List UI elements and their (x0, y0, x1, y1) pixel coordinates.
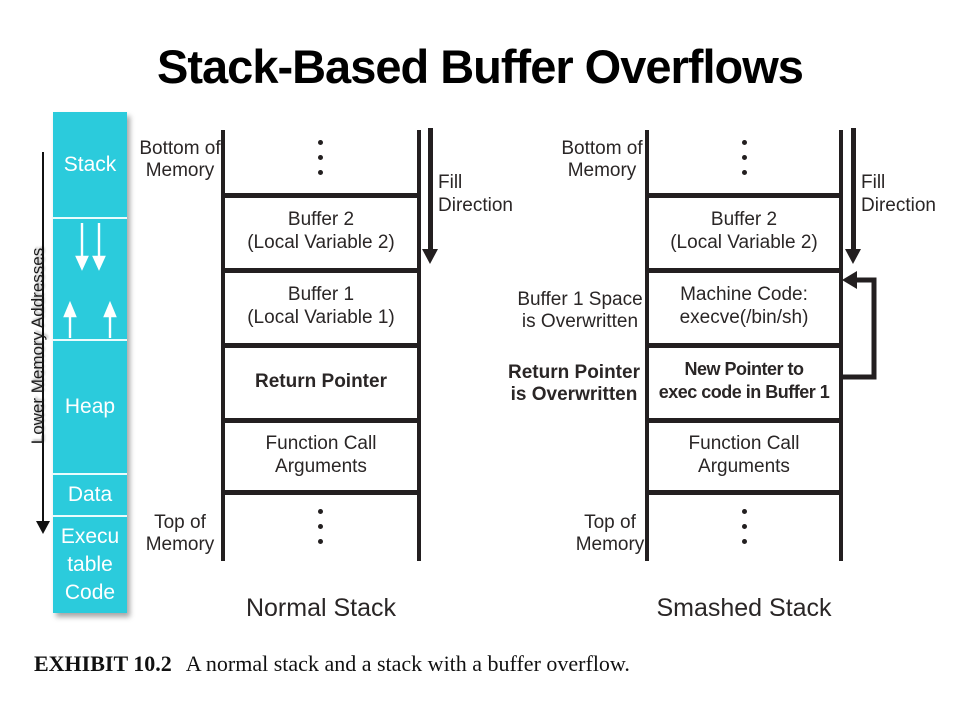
fill-direction-label: Fill Direction (438, 172, 513, 216)
fill-direction-arrow (851, 128, 856, 249)
normal-stack-caption: Normal Stack (245, 594, 397, 622)
cell-new-pointer: New Pointer to exec code in Buffer 1 (658, 359, 830, 402)
sidebar-heap-label: Heap (64, 395, 116, 418)
cell-function-call-arguments: Function Call Arguments (688, 432, 800, 477)
lower-memory-axis-label: Lower Memory Addresses (28, 247, 47, 445)
ellipsis-dots-top (742, 140, 747, 185)
cell-divider-line (645, 193, 843, 198)
page-title: Stack-Based Buffer Overflows (157, 40, 804, 93)
cell-divider-line (221, 418, 421, 423)
ellipsis-dots-bottom (318, 509, 323, 554)
fill-direction-arrowhead-icon (422, 249, 438, 264)
sidebar-data-label: Data (67, 483, 113, 506)
label-bottom-of-memory: Bottom of Memory (139, 138, 221, 181)
fill-direction-arrow (428, 128, 433, 249)
cell-divider-line (221, 343, 421, 348)
cell-buffer-2: Buffer 2 (Local Variable 2) (670, 209, 818, 253)
cell-divider-line (645, 418, 843, 423)
cell-return-pointer: Return Pointer (255, 370, 387, 392)
exhibit-text: A normal stack and a stack with a buffer… (185, 651, 630, 676)
label-bottom-of-memory: Bottom of Memory (561, 138, 643, 181)
cell-divider-line (221, 490, 421, 495)
smashed-stack-caption: Smashed Stack (656, 594, 832, 622)
cell-divider-line (645, 268, 843, 273)
sidebar-section-growth-arrows (53, 217, 127, 339)
label-top-of-memory: Top of Memory (575, 512, 645, 555)
cell-divider-line (221, 268, 421, 273)
exhibit-caption: EXHIBIT 10.2 A normal stack and a stack w… (34, 651, 630, 677)
sidebar-stack-label: Stack (63, 152, 117, 176)
sidebar-section-data: Data (53, 473, 127, 515)
sidebar-section-heap: Heap (53, 339, 127, 473)
cell-divider-line (645, 343, 843, 348)
cell-machine-code: Machine Code: execve(/bin/sh) (679, 284, 809, 328)
cell-divider-line (645, 490, 843, 495)
cell-function-call-arguments: Function Call Arguments (265, 432, 377, 477)
sidebar-section-stack: Stack (53, 112, 127, 217)
label-buffer1-overwritten: Buffer 1 Space is Overwritten (517, 289, 643, 332)
memory-layout-sidebar: Stack Heap Data Execu (53, 112, 127, 613)
label-return-pointer-overwritten: Return Pointer is Overwritten (508, 362, 640, 405)
sidebar-section-executable-code: Execu table Code (53, 515, 127, 613)
exhibit-label: EXHIBIT 10.2 (34, 651, 172, 676)
cell-buffer-2: Buffer 2 (Local Variable 2) (247, 209, 395, 253)
lower-memory-axis-line (42, 152, 44, 522)
redirect-to-buffer1-arrow (842, 271, 877, 380)
lower-memory-axis-arrowhead-icon (36, 521, 50, 534)
ellipsis-dots-top (318, 140, 323, 185)
left-arrowhead-icon (842, 271, 857, 289)
cell-divider-line (221, 193, 421, 198)
fill-direction-label: Fill Direction (861, 172, 936, 216)
cell-buffer-1: Buffer 1 (Local Variable 1) (247, 284, 395, 328)
ellipsis-dots-bottom (742, 509, 747, 554)
label-top-of-memory: Top of Memory (145, 512, 215, 555)
fill-direction-arrowhead-icon (845, 249, 861, 264)
stack-heap-growth-arrows-icon (63, 223, 117, 338)
sidebar-executable-code-label: Execu table Code (60, 525, 120, 604)
